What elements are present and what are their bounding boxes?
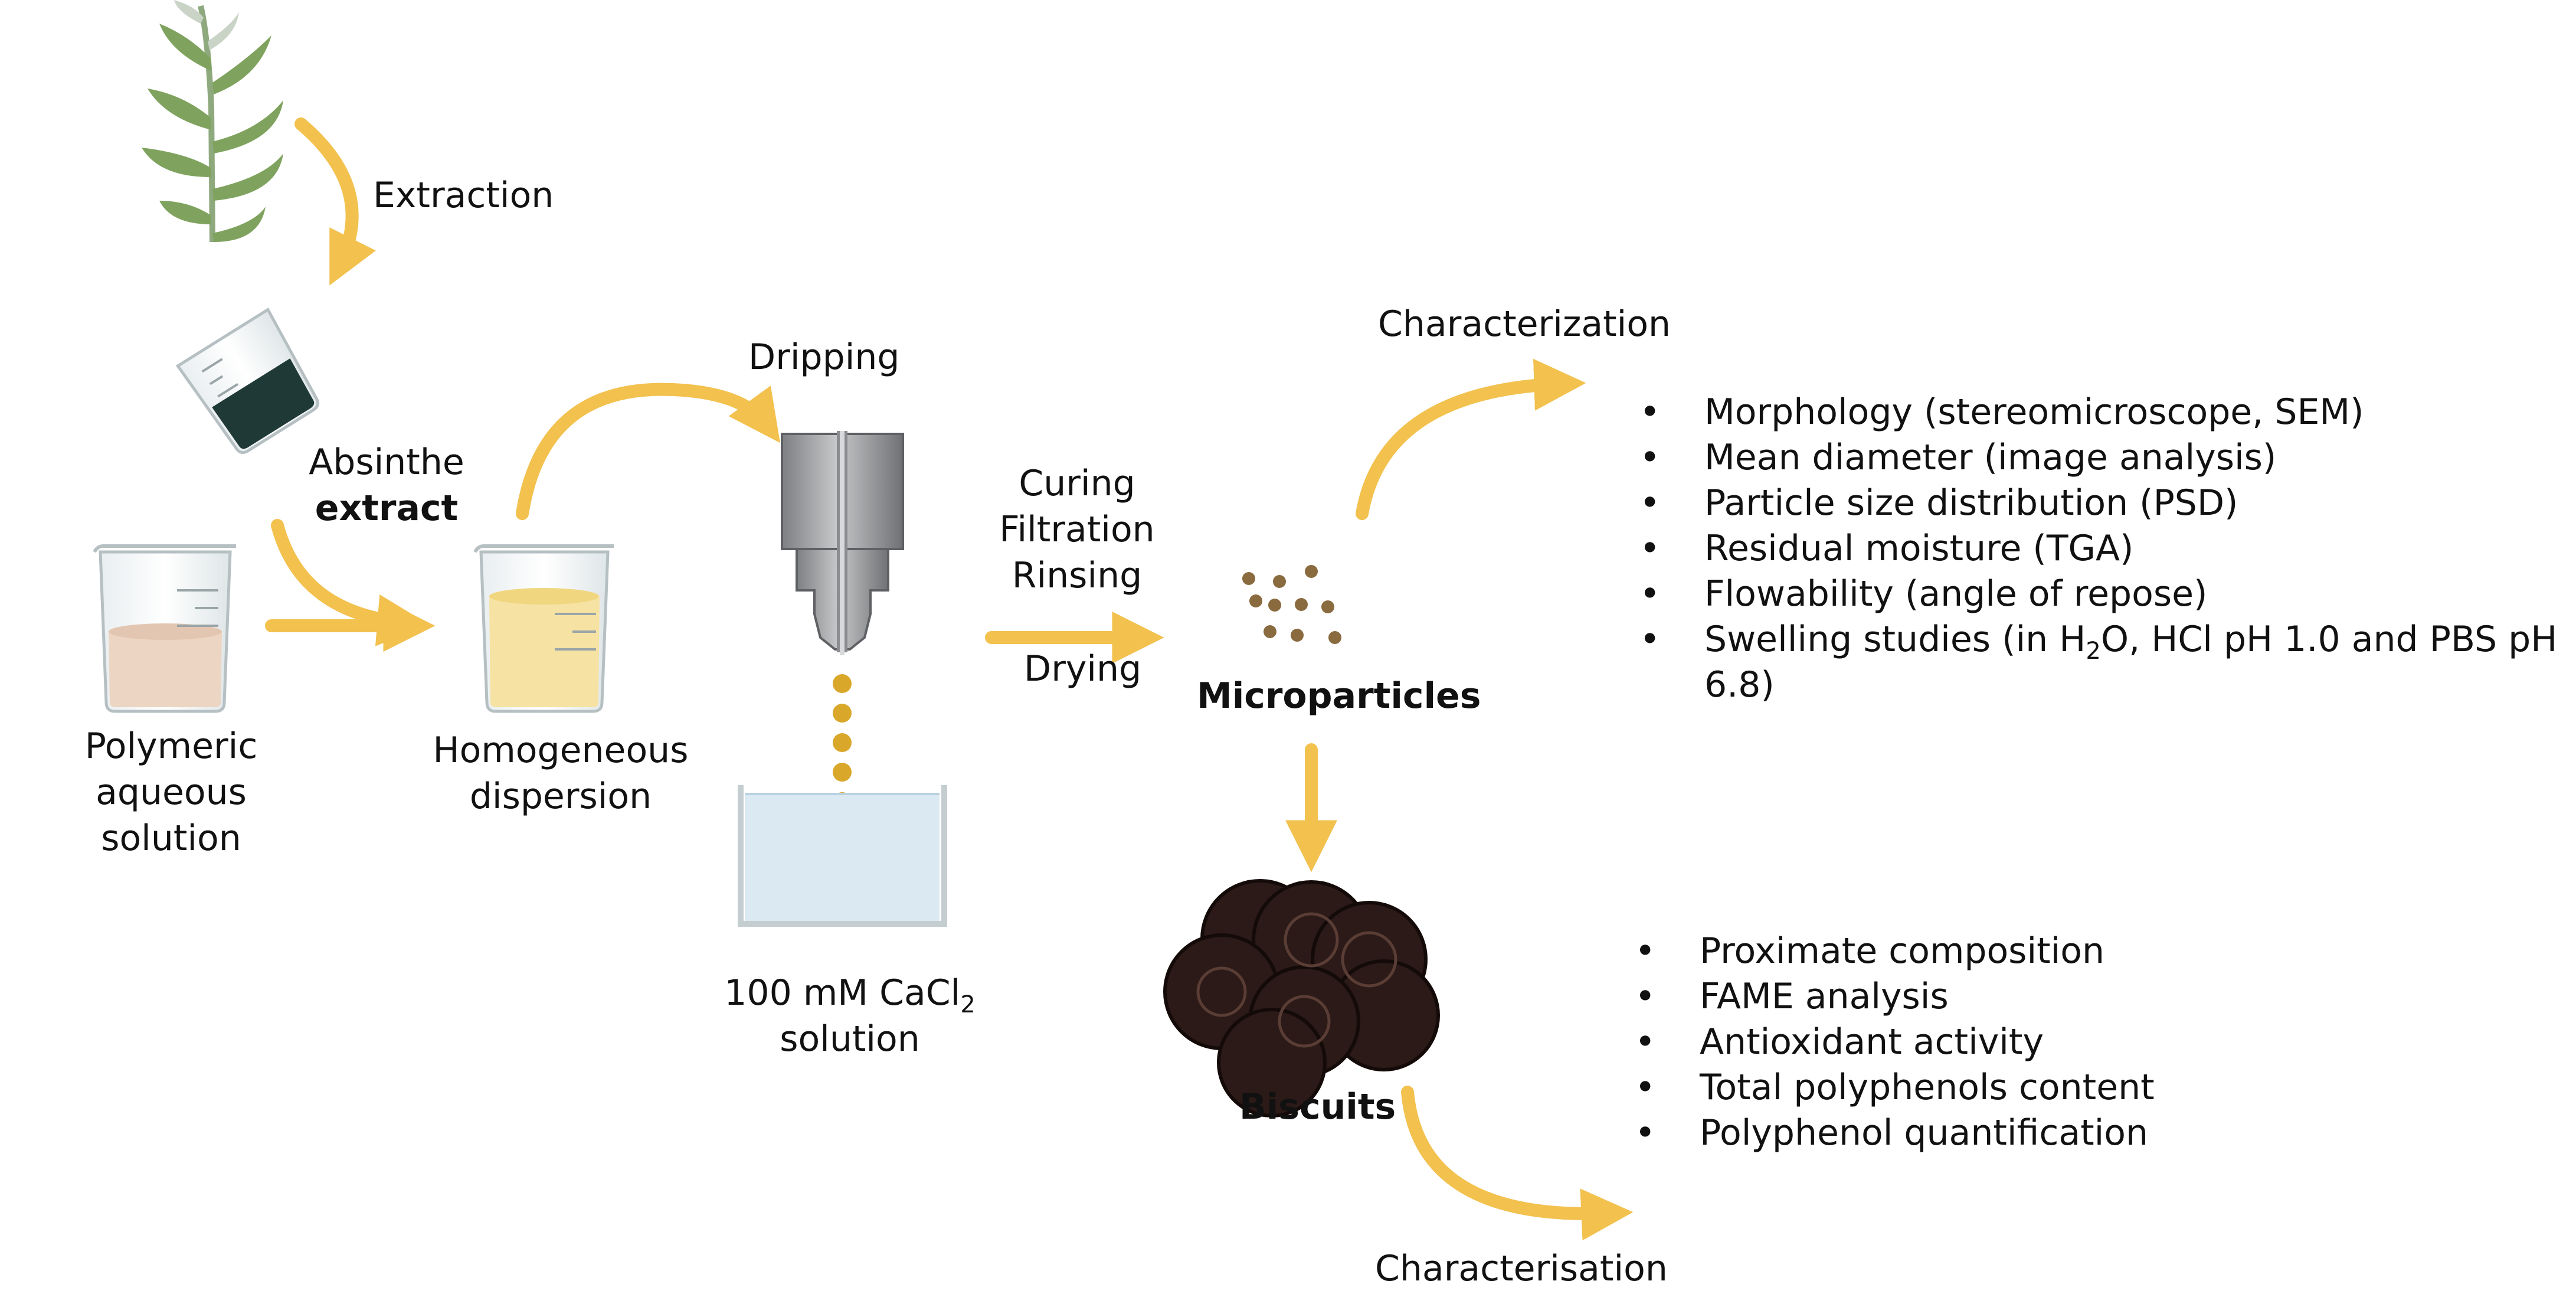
label-line: solution	[780, 1018, 920, 1060]
label-line: Polymeric	[84, 726, 258, 767]
list-item: FAME analysis	[1635, 974, 2155, 1020]
list-item: Particle size distribution (PSD)	[1639, 481, 2576, 526]
list-item: Flowability (angle of repose)	[1639, 571, 2576, 617]
flow-arrows	[265, 117, 1634, 1241]
dispersion-beaker-icon	[473, 544, 614, 713]
swelling-text: Swelling studies (in H	[1704, 619, 2086, 660]
label-biscuits: Biscuits	[1239, 1086, 1396, 1128]
list-item: Total polyphenols content	[1635, 1065, 2155, 1110]
biscuit-characterisation-list: Proximate composition FAME analysis Anti…	[1635, 929, 2155, 1156]
list-item: Mean diameter (image analysis)	[1639, 435, 2576, 481]
label-line: aqueous	[96, 772, 247, 813]
microparticle-characterization-list: Morphology (stereomicroscope, SEM) Mean …	[1639, 390, 2576, 708]
label-extraction: Extraction	[373, 175, 554, 216]
label-drying: Drying	[1024, 648, 1142, 690]
label-line: Homogeneous	[433, 730, 689, 771]
absinthe-plant-icon	[142, 0, 283, 243]
polymeric-solution-beaker-icon	[93, 544, 236, 713]
label-characterization: Characterization	[1378, 303, 1671, 345]
swelling-text-rest: O, HCl pH 1.0 and PBS pH 6.8)	[1704, 619, 2558, 705]
extract-beaker-icon	[175, 307, 320, 455]
cacl2-subscript: 2	[960, 991, 976, 1018]
label-polymeric-solution: Polymeric aqueous solution	[53, 723, 289, 861]
list-item: Antioxidant activity	[1635, 1020, 2155, 1065]
label-extract: extract	[315, 488, 459, 529]
microparticles-icon	[1242, 565, 1341, 644]
label-line: solution	[101, 818, 241, 859]
label-line: Rinsing	[1012, 555, 1143, 596]
cacl2-bath-icon	[738, 785, 947, 927]
label-cacl2-solution: 100 mM CaCl2 solution	[679, 970, 1021, 1062]
list-item: Polyphenol quantification	[1635, 1110, 2155, 1156]
biscuit-pattern	[1196, 912, 1397, 1048]
label-absinthe-extract: Absinthe extract	[289, 439, 484, 531]
label-homogeneous-dispersion: Homogeneous dispersion	[413, 727, 708, 819]
list-item: Proximate composition	[1635, 929, 2155, 974]
label-characterisation: Characterisation	[1375, 1248, 1668, 1289]
swelling-subscript: 2	[2086, 638, 2101, 665]
alginate-droplets	[833, 674, 852, 811]
list-item-swelling: Swelling studies (in H2O, HCl pH 1.0 and…	[1639, 617, 2576, 708]
cacl2-text: 100 mM CaCl	[724, 972, 961, 1014]
label-line: dispersion	[469, 776, 652, 817]
biscuits-icon	[1163, 879, 1440, 1118]
label-curing-steps: Curing Filtration Rinsing	[959, 460, 1195, 599]
label-line: Curing	[1019, 463, 1135, 504]
dripping-nozzle-icon	[781, 431, 904, 655]
list-item: Morphology (stereomicroscope, SEM)	[1639, 390, 2576, 435]
list-item: Residual moisture (TGA)	[1639, 526, 2576, 571]
label-absinthe: Absinthe	[309, 442, 464, 483]
label-line: Filtration	[999, 509, 1155, 550]
label-dripping: Dripping	[748, 336, 900, 378]
label-cacl2: 100 mM CaCl2	[679, 970, 1021, 1018]
label-microparticles: Microparticles	[1197, 675, 1481, 717]
